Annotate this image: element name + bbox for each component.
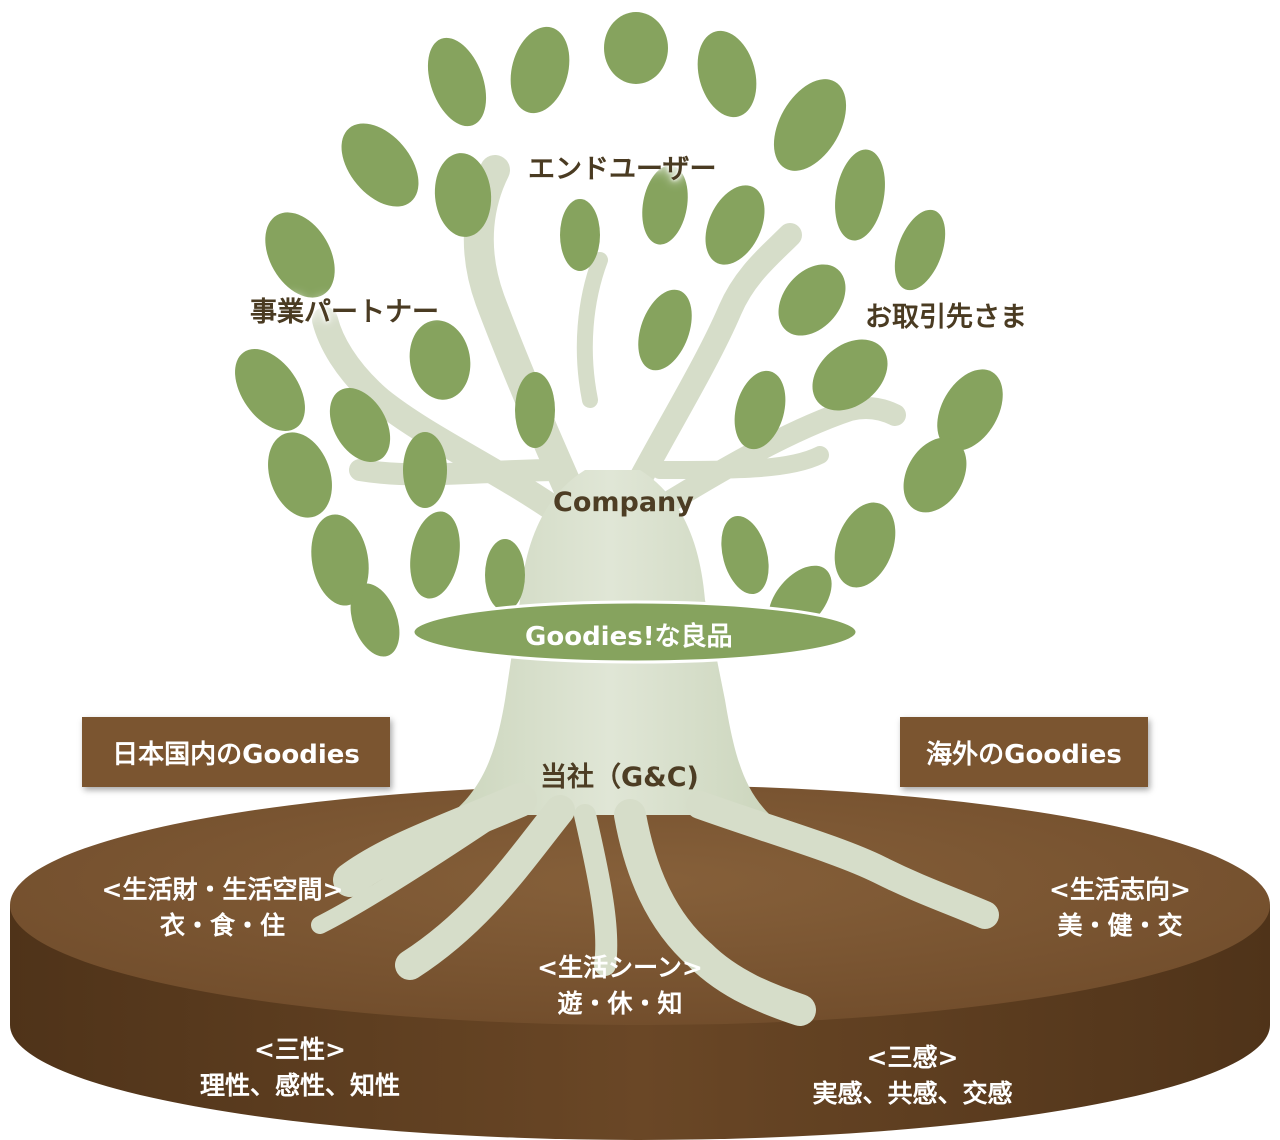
lifestyle-goods-label: <生活財・生活空間> 衣・食・住 bbox=[80, 872, 365, 944]
soil-disk-top bbox=[10, 785, 1270, 1025]
business-partner-label: 事業パートナー bbox=[250, 297, 439, 328]
overseas-goodies-box: 海外のGoodies bbox=[900, 717, 1148, 787]
tree-leaves bbox=[235, 12, 1003, 657]
domestic-goodies-box: 日本国内のGoodies bbox=[82, 717, 390, 787]
lifestyle-goods-heading: <生活財・生活空間> bbox=[101, 875, 344, 904]
three-senses-items: 実感、共感、交感 bbox=[812, 1079, 1013, 1108]
lifestyle-orientation-label: <生活志向> 美・健・交 bbox=[1030, 872, 1210, 944]
overseas-goodies-label: 海外のGoodies bbox=[926, 739, 1122, 770]
lifestyle-scenes-label: <生活シーン> 遊・休・知 bbox=[510, 950, 730, 1022]
product-oval bbox=[411, 600, 859, 664]
three-natures-items: 理性、感性、知性 bbox=[199, 1071, 400, 1100]
domestic-goodies-label: 日本国内のGoodies bbox=[112, 739, 360, 770]
three-natures-label: <三性> 理性、感性、知性 bbox=[180, 1032, 420, 1104]
end-user-label: エンドユーザー bbox=[528, 154, 717, 185]
lifestyle-orientation-items: 美・健・交 bbox=[1057, 911, 1183, 940]
tree-roots bbox=[311, 783, 999, 1026]
three-natures-heading: <三性> bbox=[254, 1035, 346, 1064]
lifestyle-scenes-heading: <生活シーン> bbox=[537, 953, 703, 982]
lifestyle-orientation-heading: <生活志向> bbox=[1049, 875, 1191, 904]
trading-partner-label: お取引先さま bbox=[865, 302, 1027, 333]
lifestyle-scenes-items: 遊・休・知 bbox=[557, 989, 683, 1018]
three-senses-heading: <三感> bbox=[866, 1043, 959, 1072]
lifestyle-goods-items: 衣・食・住 bbox=[159, 911, 285, 940]
company-label: Company bbox=[553, 487, 694, 518]
product-oval-label: Goodies!な良品 bbox=[525, 622, 733, 652]
three-senses-label: <三感> 実感、共感、交感 bbox=[790, 1040, 1035, 1112]
our-company-label: 当社（G&C) bbox=[540, 762, 699, 793]
